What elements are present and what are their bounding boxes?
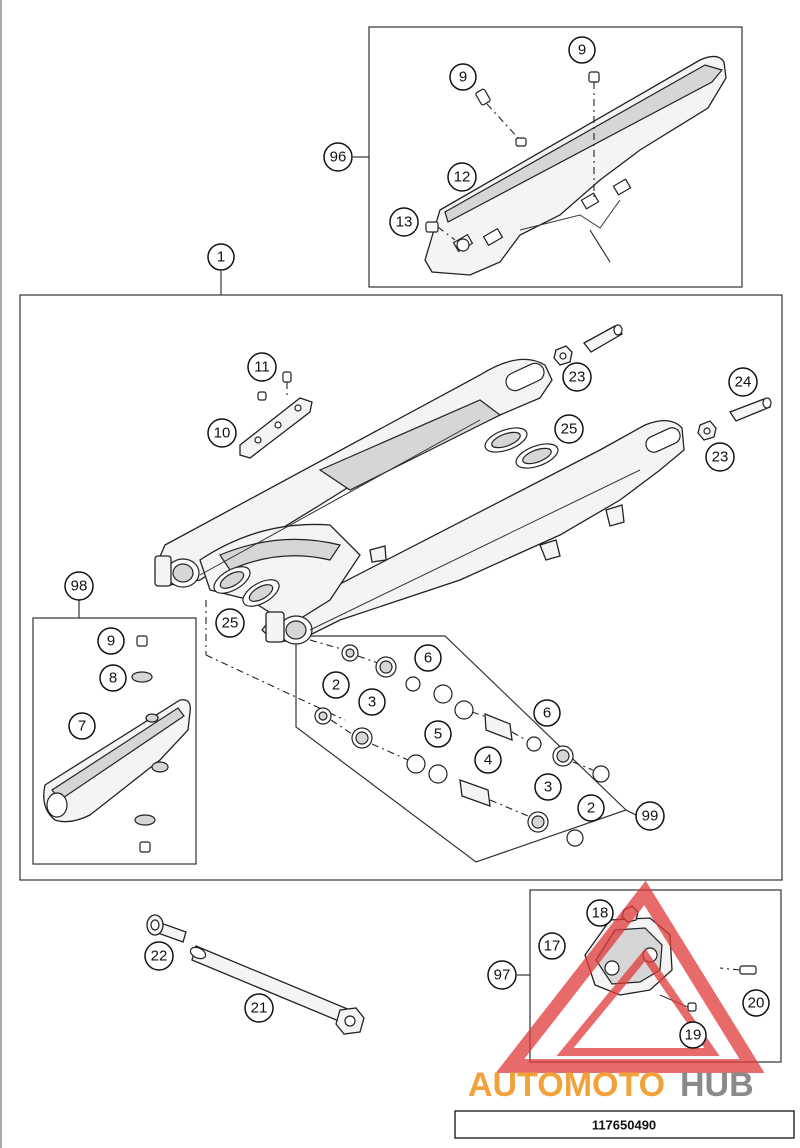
svg-text:18: 18 bbox=[592, 905, 609, 922]
svg-text:8: 8 bbox=[109, 670, 117, 687]
svg-text:23: 23 bbox=[712, 449, 729, 466]
callout-5: 5 bbox=[424, 720, 452, 748]
reference-number: 117650490 bbox=[592, 1118, 656, 1133]
callout-6: 6 bbox=[533, 699, 561, 727]
svg-text:98: 98 bbox=[71, 578, 88, 595]
frame-chain-slider-kit-98 bbox=[32, 617, 197, 865]
callout-19: 19 bbox=[679, 1021, 707, 1049]
callout-23: 23 bbox=[705, 442, 735, 472]
callout-3: 3 bbox=[358, 688, 386, 716]
seal-25-lower bbox=[213, 566, 280, 607]
svg-text:2: 2 bbox=[332, 677, 340, 694]
callout-12: 12 bbox=[447, 162, 477, 192]
bolt-9-guide-left bbox=[475, 88, 527, 147]
svg-text:25: 25 bbox=[561, 421, 578, 438]
swingarm-axle-21 bbox=[189, 945, 365, 1035]
svg-text:22: 22 bbox=[151, 948, 168, 965]
callout-22: 22 bbox=[144, 941, 174, 971]
leader-99 bbox=[625, 809, 637, 816]
screw-11 bbox=[257, 371, 292, 401]
nut-23-upper bbox=[553, 345, 573, 366]
callout-96: 96 bbox=[323, 142, 353, 172]
svg-text:6: 6 bbox=[424, 650, 432, 667]
svg-text:7: 7 bbox=[78, 718, 86, 735]
svg-text:4: 4 bbox=[484, 752, 492, 769]
screw-9-kit98 bbox=[136, 635, 151, 853]
svg-text:3: 3 bbox=[368, 694, 376, 711]
callout-25: 25 bbox=[554, 414, 584, 444]
callout-18: 18 bbox=[586, 899, 614, 927]
svg-text:24: 24 bbox=[735, 374, 752, 391]
svg-text:13: 13 bbox=[396, 214, 413, 231]
svg-text:99: 99 bbox=[642, 808, 659, 825]
svg-text:97: 97 bbox=[494, 967, 511, 984]
svg-text:6: 6 bbox=[543, 705, 551, 722]
chain-slider-7 bbox=[43, 699, 191, 823]
callout-4: 4 bbox=[474, 746, 502, 774]
cap-8 bbox=[131, 671, 156, 826]
svg-text:11: 11 bbox=[254, 359, 270, 376]
callout-17: 17 bbox=[538, 932, 566, 960]
pin-24-lower bbox=[729, 397, 772, 422]
svg-text:17: 17 bbox=[544, 938, 561, 955]
callout-3: 3 bbox=[534, 773, 562, 801]
svg-text:21: 21 bbox=[251, 1000, 268, 1017]
bolt-22 bbox=[146, 914, 187, 943]
callout-8: 8 bbox=[99, 664, 127, 692]
chain-slider-10 bbox=[239, 397, 313, 459]
callout-1: 1 bbox=[207, 243, 235, 271]
callout-25: 25 bbox=[215, 608, 245, 638]
callout-9: 9 bbox=[97, 627, 125, 655]
bolt-20 bbox=[719, 965, 757, 975]
callout-9: 9 bbox=[568, 36, 596, 64]
callout-10: 10 bbox=[207, 418, 237, 448]
svg-text:12: 12 bbox=[454, 169, 471, 186]
callout-2: 2 bbox=[577, 794, 605, 822]
callout-24: 24 bbox=[728, 367, 758, 397]
bolt-13 bbox=[425, 221, 456, 241]
chain-guide-part bbox=[424, 55, 727, 276]
svg-text:23: 23 bbox=[569, 369, 586, 386]
callout-23: 23 bbox=[562, 362, 592, 392]
svg-text:5: 5 bbox=[434, 726, 442, 743]
callout-21: 21 bbox=[244, 993, 274, 1023]
svg-text:96: 96 bbox=[330, 149, 347, 166]
callout-6: 6 bbox=[414, 644, 442, 672]
svg-text:9: 9 bbox=[107, 633, 115, 650]
svg-text:AUTOMOTO: AUTOMOTO bbox=[468, 1066, 665, 1104]
bolt-9-guide-right bbox=[588, 71, 600, 200]
callout-98: 98 bbox=[64, 571, 94, 601]
svg-text:9: 9 bbox=[459, 69, 467, 86]
watermark-logo bbox=[495, 880, 765, 1073]
callout-2: 2 bbox=[322, 671, 350, 699]
svg-text:1: 1 bbox=[217, 249, 225, 266]
frame-bearing-kit-99 bbox=[295, 635, 628, 863]
svg-text:20: 20 bbox=[748, 995, 765, 1012]
watermark-text: AUTOMOTO HUB bbox=[468, 1066, 754, 1104]
svg-text:3: 3 bbox=[544, 779, 552, 796]
svg-text:25: 25 bbox=[222, 615, 239, 632]
svg-text:HUB: HUB bbox=[680, 1066, 754, 1104]
svg-text:9: 9 bbox=[578, 42, 586, 59]
callout-7: 7 bbox=[68, 712, 96, 740]
axis-line-right bbox=[309, 639, 346, 651]
svg-text:2: 2 bbox=[587, 800, 595, 817]
callout-13: 13 bbox=[389, 207, 419, 237]
callout-9: 9 bbox=[449, 63, 477, 91]
reference-box: 117650490 bbox=[454, 1110, 795, 1139]
swingarm-body-part bbox=[154, 358, 685, 645]
callout-97: 97 bbox=[487, 960, 517, 990]
bearing-row-lower bbox=[314, 707, 584, 847]
callout-20: 20 bbox=[742, 989, 770, 1017]
svg-text:19: 19 bbox=[685, 1027, 702, 1044]
svg-text:10: 10 bbox=[214, 425, 231, 442]
callout-99: 99 bbox=[635, 801, 665, 831]
nut-23-lower bbox=[697, 420, 717, 441]
seal-25-upper bbox=[484, 427, 559, 469]
pin-24-upper bbox=[583, 324, 624, 353]
frame-swingarm-1 bbox=[19, 294, 783, 881]
bearing-row-upper bbox=[341, 644, 610, 783]
callout-11: 11 bbox=[247, 352, 277, 382]
